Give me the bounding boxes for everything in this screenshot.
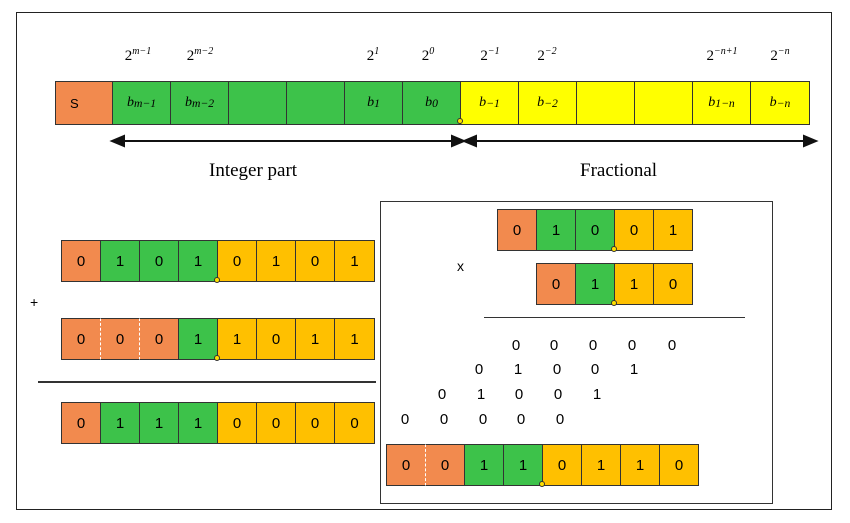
bit-cell: 0	[386, 444, 426, 486]
arrow-head	[461, 134, 477, 148]
bit-cell: 0	[256, 402, 296, 444]
bit-cell: 1	[575, 263, 615, 305]
bit-cell: 0	[61, 240, 101, 282]
arrow-head	[451, 134, 467, 148]
bit-cell: 1	[139, 402, 179, 444]
partial-digit: 0	[439, 411, 449, 428]
partial-digit: 0	[553, 386, 563, 403]
bit-cell: 0	[100, 318, 140, 360]
bit-cell: 1	[178, 402, 218, 444]
bit-cell: 0	[256, 318, 296, 360]
bit-cell: 1	[653, 209, 693, 251]
bit-cell: 1	[100, 402, 140, 444]
arrow-head	[109, 134, 125, 148]
bit-cell: 0	[659, 444, 699, 486]
partial-digit: 0	[437, 386, 447, 403]
power-label: 20	[421, 46, 435, 64]
bit-cell: 0	[425, 444, 465, 486]
partial-digit: 1	[476, 386, 486, 403]
bit-cell: 0	[653, 263, 693, 305]
partial-digit: 1	[592, 386, 602, 403]
bit-cell: 1	[256, 240, 296, 282]
bit-cell: 1	[178, 240, 218, 282]
binary-point-marker	[611, 246, 617, 252]
power-label: 2−2	[537, 46, 557, 64]
integer-part-label: Integer part	[209, 160, 298, 181]
partial-digit: 0	[667, 337, 677, 354]
partial-digit: 0	[474, 361, 484, 378]
bit-cell	[576, 81, 635, 125]
partial-digit: 0	[549, 337, 559, 354]
partial-digit: 1	[629, 361, 639, 378]
fractional-label: Fractional	[580, 160, 658, 181]
bit-cell: 0	[217, 402, 257, 444]
bit-cell	[228, 81, 287, 125]
bit-cell	[286, 81, 345, 125]
bit-cell: 0	[334, 402, 375, 444]
partial-digit: 0	[627, 337, 637, 354]
sum-line	[38, 381, 376, 383]
bit-cell: 0	[61, 402, 101, 444]
bit-cell: b−1	[460, 81, 519, 125]
partial-digit: 0	[400, 411, 410, 428]
bit-cell: 1	[295, 318, 335, 360]
bit-cell: 1	[620, 444, 660, 486]
power-label: 2−1	[480, 46, 500, 64]
bit-cell: 1	[503, 444, 543, 486]
partial-digit: 1	[513, 361, 523, 378]
times-operator: x	[457, 258, 464, 274]
bit-cell: 0	[61, 318, 101, 360]
bit-cell: b−2	[518, 81, 577, 125]
power-label: 2−n	[770, 46, 790, 64]
bit-cell: 1	[464, 444, 504, 486]
arrow-head	[803, 134, 819, 148]
partial-digit: 0	[588, 337, 598, 354]
bit-cell: 0	[295, 240, 335, 282]
partial-digit: 0	[555, 411, 565, 428]
binary-point-marker	[611, 300, 617, 306]
bit-cell: 0	[575, 209, 615, 251]
multiplication-box	[380, 201, 773, 504]
bit-cell: 0	[536, 263, 576, 305]
power-label: 2m−2	[186, 46, 214, 64]
bit-cell: 1	[334, 318, 375, 360]
plus-operator: +	[30, 294, 39, 310]
power-label: 2−n+1	[706, 46, 738, 64]
binary-point-marker	[214, 277, 220, 283]
partial-digit: 0	[552, 361, 562, 378]
binary-point-marker	[539, 481, 545, 487]
bit-cell: 0	[614, 209, 654, 251]
power-label: 21	[366, 46, 380, 64]
bit-cell: 1	[581, 444, 621, 486]
bit-cell: 0	[497, 209, 537, 251]
binary-point-marker	[214, 355, 220, 361]
bit-cell: 1	[334, 240, 375, 282]
partial-digit: 0	[478, 411, 488, 428]
power-label: 2m−1	[124, 46, 152, 64]
partial-digit: 0	[590, 361, 600, 378]
bit-cell: 1	[178, 318, 218, 360]
partial-digit: 0	[514, 386, 524, 403]
partial-digit: 0	[511, 337, 521, 354]
bit-cell: 1	[614, 263, 654, 305]
bit-cell: 1	[100, 240, 140, 282]
bit-cell: 0	[295, 402, 335, 444]
bit-cell: 1	[536, 209, 576, 251]
bit-cell: 1	[217, 318, 257, 360]
product-line	[484, 317, 745, 318]
partial-digit: 0	[516, 411, 526, 428]
bit-cell: 0	[139, 240, 179, 282]
binary-point-marker	[457, 118, 463, 124]
bit-cell: 0	[139, 318, 179, 360]
figure-frame	[16, 12, 832, 510]
bit-cell: 0	[217, 240, 257, 282]
range-arrows	[109, 134, 819, 148]
bit-cell: b−n	[750, 81, 810, 125]
bit-cell: 0	[542, 444, 582, 486]
